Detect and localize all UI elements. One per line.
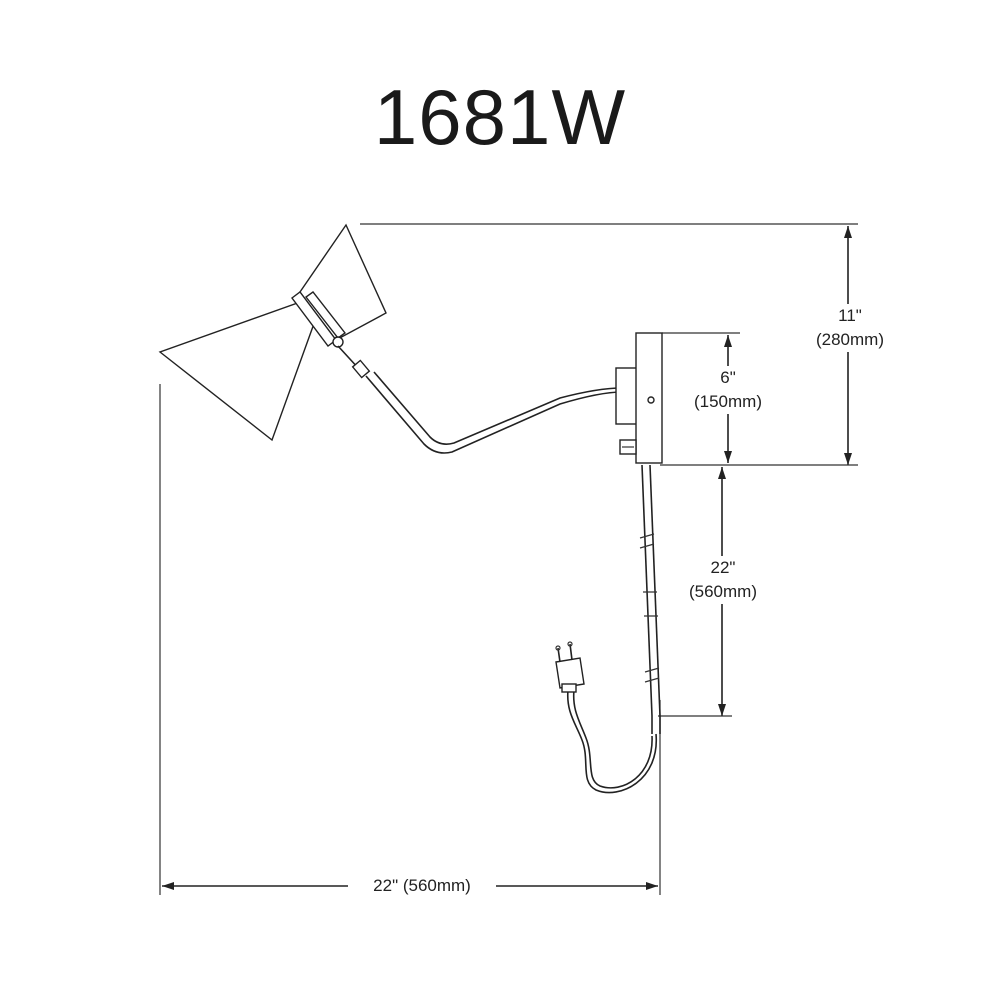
model-title: 1681W: [373, 73, 627, 161]
cord-length-mm: (560mm): [688, 582, 757, 601]
cord-length-label: 22" (560mm): [670, 556, 776, 604]
lamp-arm: [337, 345, 623, 454]
overall-width-label: 22" (560mm): [348, 874, 496, 898]
cord-cover: [639, 464, 661, 734]
cord-length-inches: 22": [710, 558, 736, 577]
power-cord: [566, 689, 657, 794]
overall-height-inches: 11": [838, 306, 862, 325]
plug: [555, 641, 585, 693]
overall-width-dimension: [159, 384, 661, 895]
overall-height-label: 11" (280mm): [800, 304, 900, 352]
backplate-height-inches: 6": [720, 368, 736, 387]
lamp-shade: [158, 223, 387, 442]
backplate-height-label: 6" (150mm): [675, 366, 781, 414]
backplate-height-mm: (150mm): [693, 392, 762, 411]
wall-plate: [615, 332, 663, 464]
overall-height-mm: (280mm): [815, 330, 884, 349]
